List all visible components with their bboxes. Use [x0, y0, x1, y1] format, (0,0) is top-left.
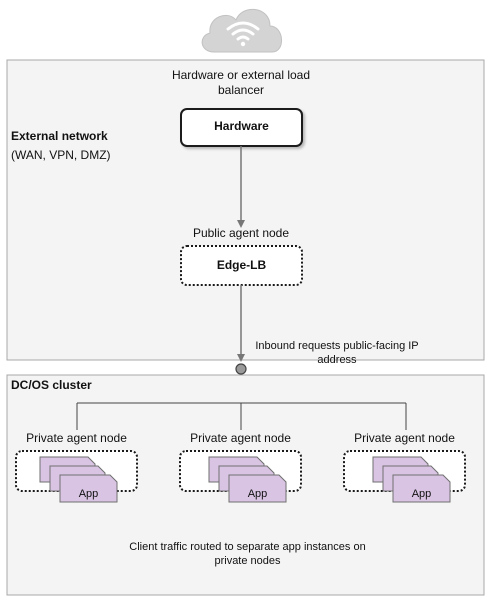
app-stack-icon — [372, 456, 451, 503]
cluster-title: DC/OS cluster — [11, 378, 92, 392]
app-label-2: App — [247, 488, 268, 500]
load-balancer-caption: Hardware or external load balancer — [171, 68, 311, 97]
app-label-1: App — [78, 488, 99, 500]
inbound-endpoint-icon — [235, 363, 247, 375]
app-label-3: App — [411, 488, 432, 500]
distribution-lines — [76, 402, 407, 430]
app-stack-icon — [208, 456, 287, 503]
external-network-subtitle: (WAN, VPN, DMZ) — [11, 148, 111, 162]
external-network-panel — [6, 59, 485, 361]
inbound-caption: Inbound requests public-facing IP addres… — [255, 340, 419, 366]
private-node-label-2: Private agent node — [190, 431, 291, 445]
cluster-footer: Client traffic routed to separate app in… — [129, 541, 366, 567]
private-node-label-3: Private agent node — [354, 431, 455, 445]
edge-lb-label: Edge-LB — [216, 258, 267, 272]
app-stack-icon — [39, 456, 118, 503]
private-node-1 — [15, 450, 138, 503]
private-node-label-1: Private agent node — [26, 431, 127, 445]
external-network-title: External network — [11, 129, 108, 143]
hardware-label: Hardware — [214, 119, 269, 133]
public-agent-caption: Public agent node — [192, 226, 290, 240]
private-node-3 — [343, 450, 466, 503]
cloud-wifi-icon — [201, 8, 282, 53]
private-node-2 — [179, 450, 302, 503]
